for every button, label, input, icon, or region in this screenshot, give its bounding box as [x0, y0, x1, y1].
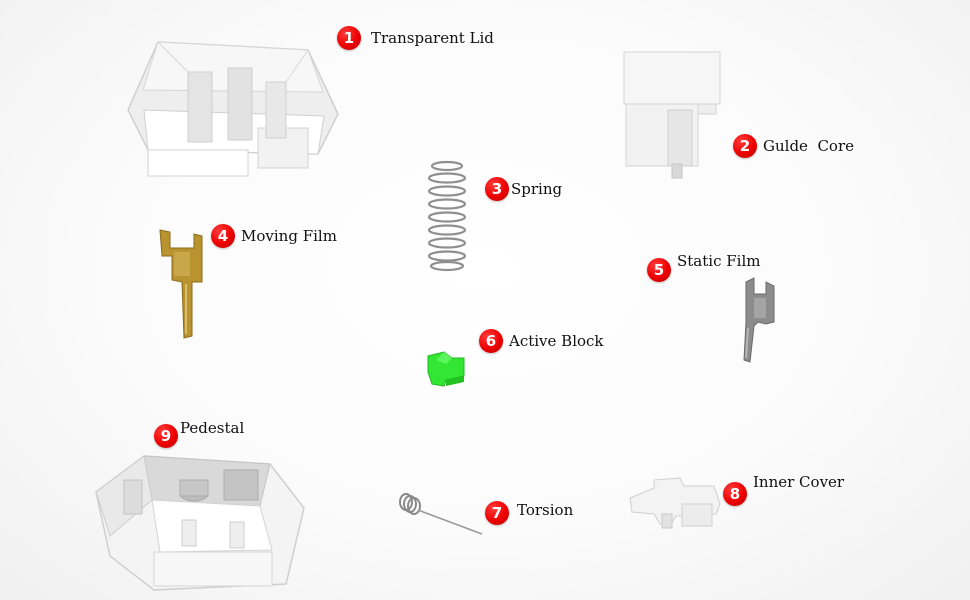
active-block-part: [427, 351, 465, 387]
number-badge: 4: [211, 224, 235, 248]
part-label-7: 7 Torsion: [485, 501, 573, 525]
torsion-part: [399, 493, 483, 535]
number-badge: 2: [733, 134, 757, 158]
transparent-lid-part: [127, 41, 339, 177]
part-label-5: 5 Static Film: [647, 248, 760, 282]
part-name: Moving Film: [241, 227, 337, 245]
spring-part: [427, 160, 467, 272]
part-name: Gulde Core: [763, 137, 855, 155]
number-badge: 8: [723, 482, 747, 506]
part-label-9: 9 Pedestal: [154, 414, 244, 448]
part-label-4: 4 Moving Film: [211, 224, 337, 248]
guide-core-part: [623, 51, 721, 179]
number-badge: 6: [479, 329, 503, 353]
part-name: Inner Cover: [753, 473, 845, 491]
number-badge: 9: [154, 424, 178, 448]
part-name: Torsion: [517, 501, 574, 519]
number-badge: 3: [485, 177, 509, 201]
part-label-1: 1 Transparent Lid: [337, 26, 494, 50]
part-label-8: 8 Inner Cover: [723, 462, 844, 506]
moving-film-part: [159, 229, 203, 339]
inner-cover-part: [629, 477, 721, 529]
part-name: Spring: [511, 180, 563, 198]
pedestal-part: [95, 455, 305, 591]
part-name: Static Film: [677, 252, 761, 270]
static-film-part: [743, 277, 775, 363]
part-name: Pedestal: [180, 419, 245, 437]
number-badge: 5: [647, 258, 671, 282]
part-label-3: 3 Spring: [485, 177, 562, 201]
number-badge: 7: [485, 501, 509, 525]
part-label-6: 6 Active Block: [479, 329, 604, 353]
part-name: Transparent Lid: [371, 29, 494, 47]
number-badge: 1: [337, 26, 361, 50]
part-label-2: 2 Gulde Core: [733, 134, 854, 158]
part-name: Active Block: [509, 332, 604, 350]
